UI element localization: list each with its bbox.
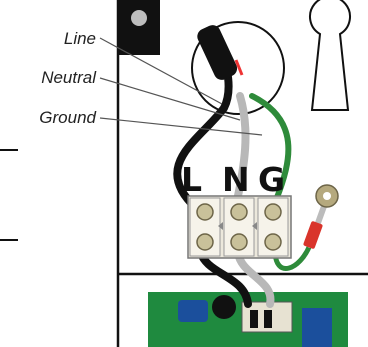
terminal-block — [188, 196, 291, 258]
pcb-blue-relay — [302, 308, 332, 347]
mounting-corner-block — [118, 0, 160, 55]
ground-callout: Ground — [39, 108, 96, 127]
callouts: Line Neutral Ground — [39, 29, 97, 127]
ground-lug-hole — [323, 192, 331, 200]
terminal-label-ground: G — [258, 160, 285, 199]
terminal-label-line: L — [181, 160, 202, 199]
line-callout: Line — [64, 29, 96, 48]
terminal-screw — [231, 234, 247, 250]
terminal-screw — [265, 234, 281, 250]
terminal-screw — [197, 204, 213, 220]
pcb-blue-component — [178, 300, 208, 322]
terminal-screw — [231, 204, 247, 220]
terminal-screw — [197, 234, 213, 250]
neutral-callout: Neutral — [41, 68, 97, 87]
mounting-hole — [131, 10, 147, 26]
pcb-connector-pin-2 — [264, 310, 272, 328]
pcb-black-capacitor — [212, 295, 236, 319]
pcb-connector-pin-1 — [250, 310, 258, 328]
terminal-labels: L N G — [181, 160, 285, 199]
terminal-label-neutral: N — [222, 160, 250, 199]
terminal-screw — [265, 204, 281, 220]
